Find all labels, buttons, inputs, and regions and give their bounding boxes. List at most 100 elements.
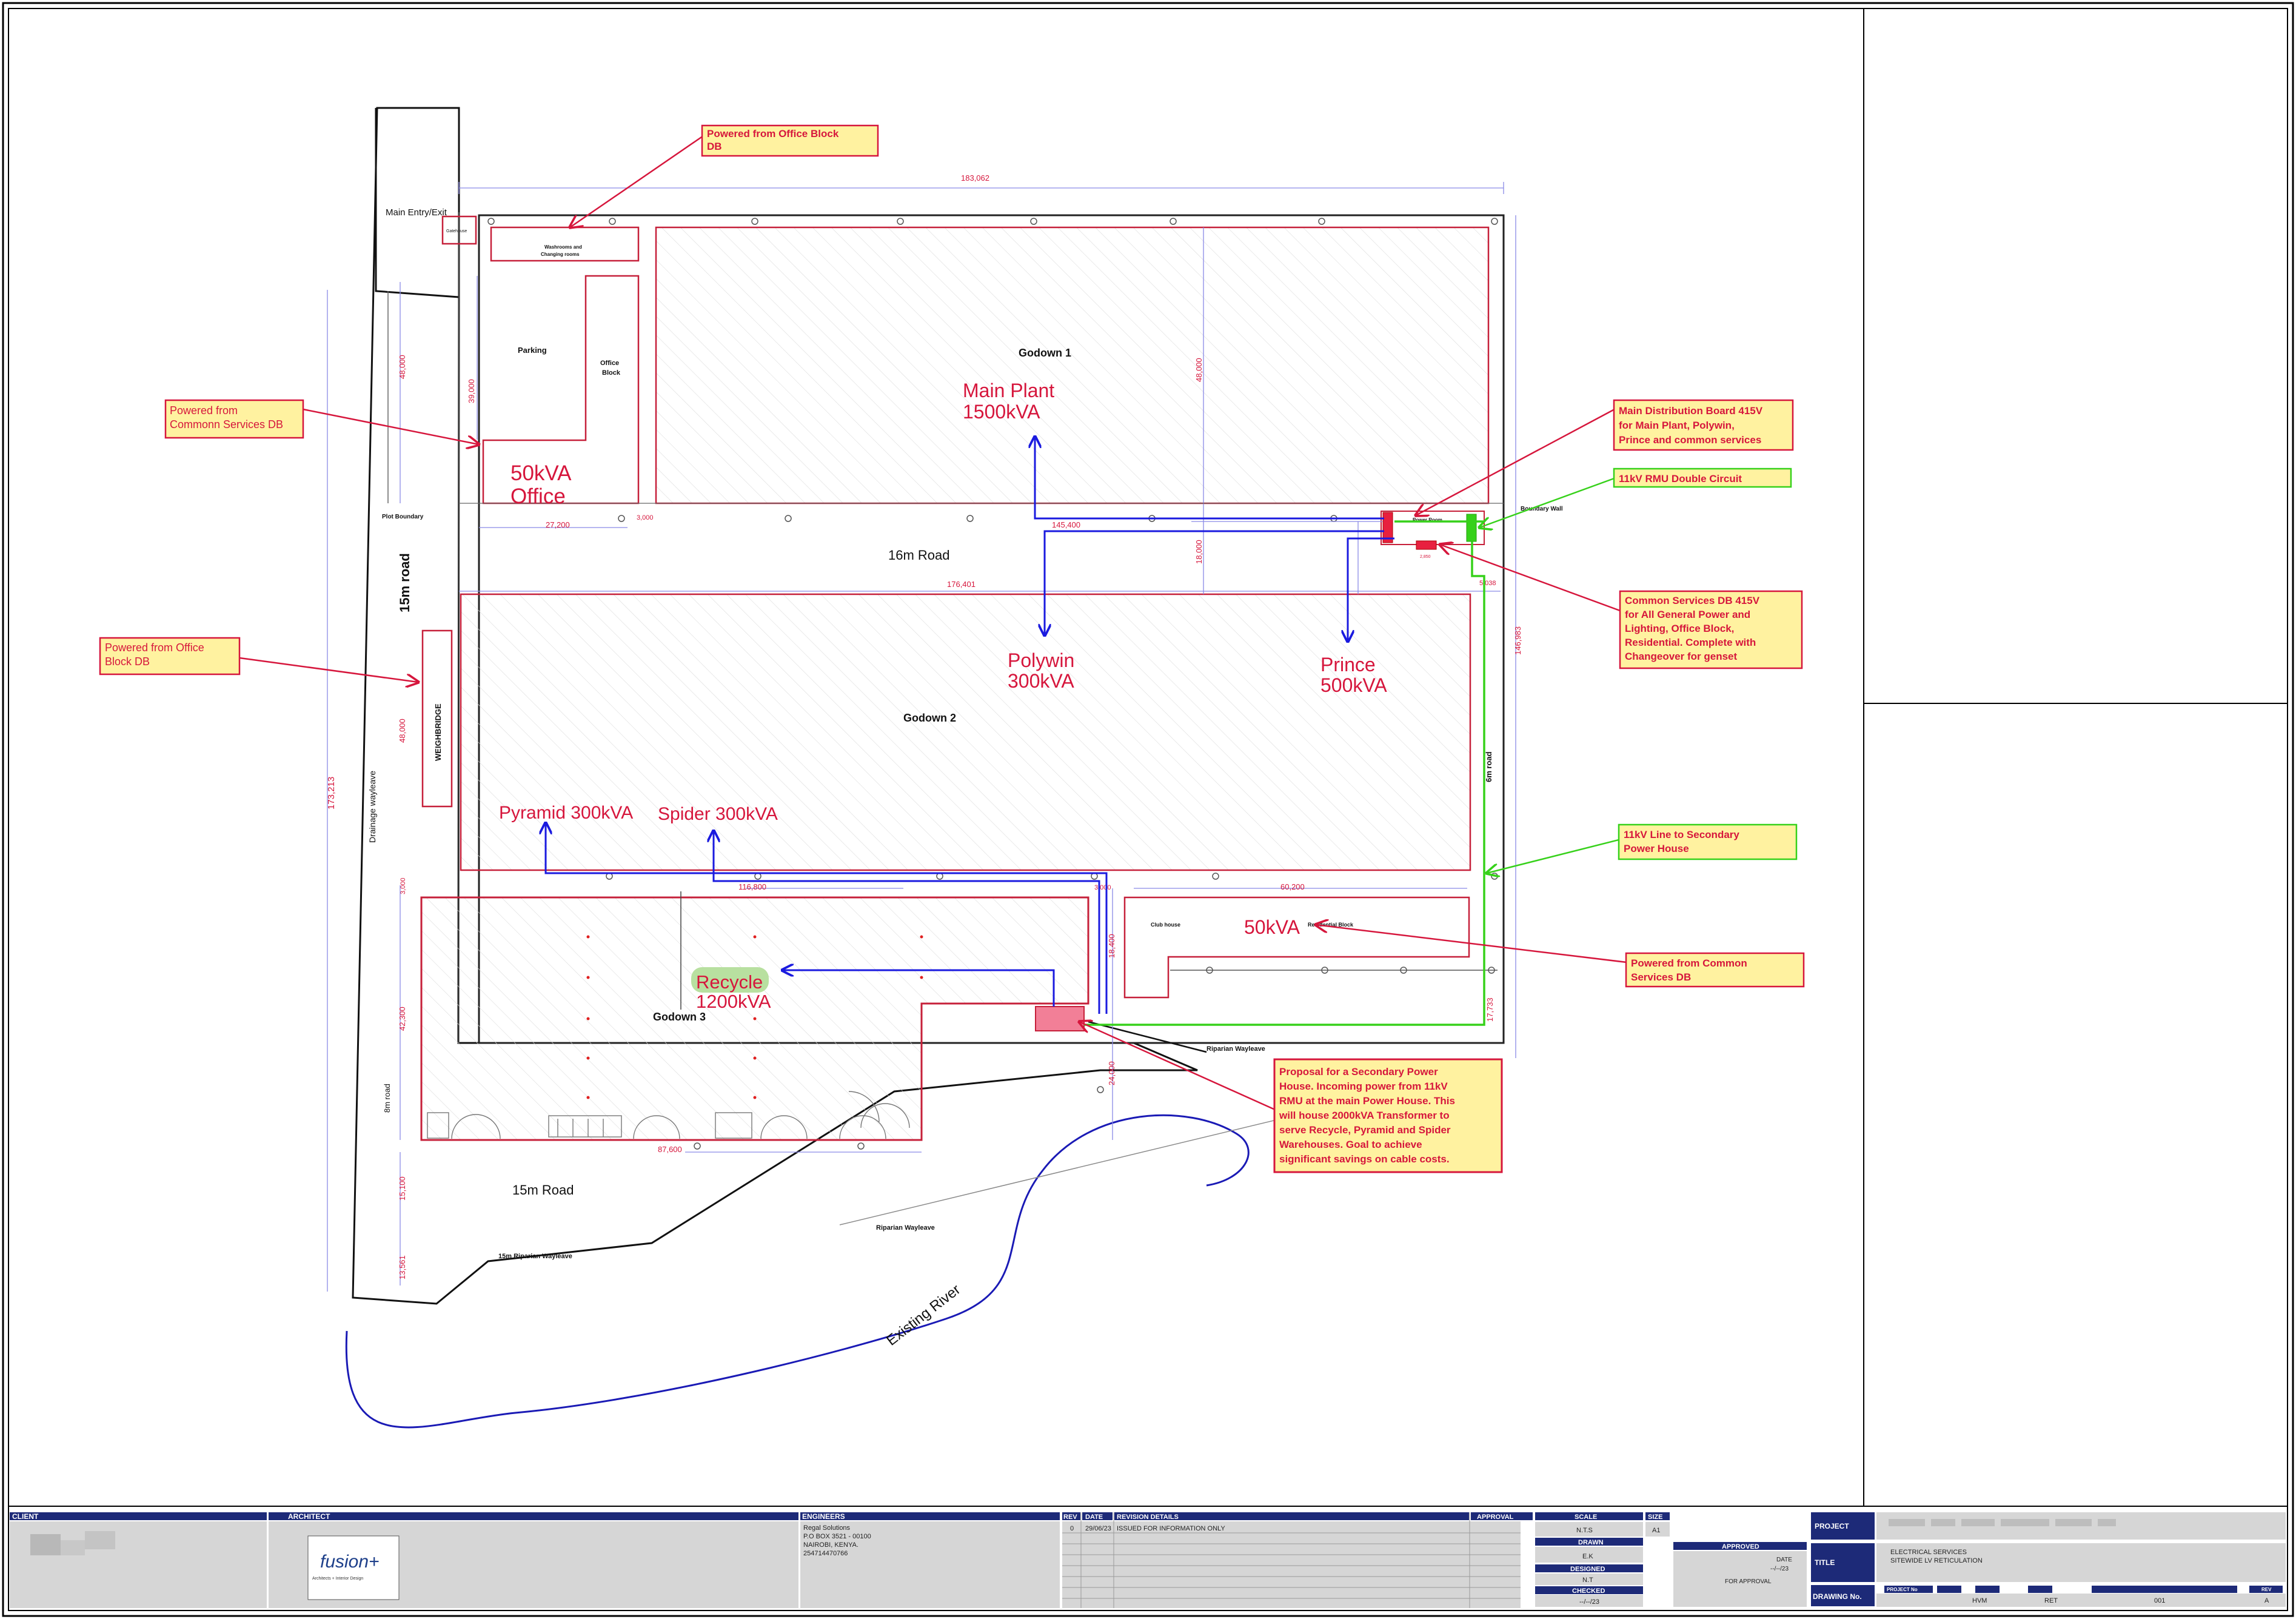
- svg-text:Block DB: Block DB: [105, 655, 150, 668]
- rev-header-2: REV: [2261, 1587, 2272, 1592]
- road-6m-label: 6m road: [1484, 751, 1493, 782]
- drawing-no-header: DRAWING No.: [1813, 1592, 1862, 1601]
- svg-text:Main Distribution Board 415V: Main Distribution Board 415V: [1619, 405, 1763, 417]
- godown2-label: Godown 2: [903, 712, 956, 724]
- polywin-label-1: Polywin: [1008, 649, 1074, 671]
- plan-labels: Main Entry/Exit Gatehouse Washrooms and …: [367, 207, 1563, 1349]
- dim-17733: 17,733: [1485, 997, 1494, 1022]
- approved-header: APPROVED: [1722, 1543, 1759, 1550]
- hv-line-to-secondary: [1084, 541, 1485, 1026]
- river-label: Existing River: [883, 1281, 963, 1349]
- washrooms-building: [490, 226, 640, 262]
- drawing-no-1: HVM: [1972, 1597, 1987, 1604]
- svg-text:for Main Plant, Polywin,: for Main Plant, Polywin,: [1619, 420, 1735, 431]
- for-approval-label: FOR APPROVAL: [1725, 1578, 1772, 1585]
- cable-pyramid: [546, 823, 1108, 1014]
- boundary-wall-label: Boundary Wall: [1521, 506, 1563, 512]
- riparian-15-label: 15m Riparian Wayleave: [498, 1253, 572, 1260]
- road-16m-label: 16m Road: [888, 548, 950, 563]
- road-8m-label: 8m road: [383, 1084, 392, 1113]
- cable-prince: [1348, 537, 1394, 642]
- drawn-header: DRAWN: [1578, 1539, 1604, 1546]
- office-block-label-1: Office: [600, 360, 619, 367]
- svg-text:DB: DB: [707, 141, 722, 152]
- callout-proposal: Proposal for a Secondary Power House. In…: [1273, 1058, 1503, 1173]
- svg-text:Common Services DB 415V: Common Services DB 415V: [1625, 595, 1760, 606]
- office-load-2: Office: [510, 484, 566, 508]
- gatehouse-label: Gatehouse: [446, 229, 467, 233]
- polywin-label-2: 300kVA: [1008, 670, 1074, 692]
- club-house-label: Club house: [1151, 922, 1180, 928]
- engineers-line-2: P.O BOX 3521 - 00100: [803, 1533, 871, 1540]
- washrooms-label-2: Changing rooms: [541, 252, 580, 257]
- dim-3000c: 3,000: [400, 877, 407, 894]
- project-name-placeholder: [1889, 1519, 2116, 1526]
- main-distribution-board: [1382, 512, 1393, 543]
- common-services-db: [1416, 540, 1437, 550]
- cable-main-plant: [1035, 437, 1384, 520]
- svg-text:Commonn Services DB: Commonn Services DB: [170, 418, 283, 431]
- main-plant-label-1: Main Plant: [963, 380, 1054, 401]
- plot-boundary-label: Plot Boundary: [382, 514, 424, 520]
- svg-text:Powered from: Powered from: [170, 404, 238, 417]
- dim-48000b: 48,000: [1194, 358, 1203, 382]
- scale-header: SCALE: [1575, 1513, 1597, 1521]
- svg-text:RMU at the main Power House. T: RMU at the main Power House. This: [1279, 1095, 1455, 1107]
- dim-3000b: 3,000: [1094, 884, 1111, 891]
- revision-rows: [1062, 1512, 1521, 1608]
- callout-common-services-left: Powered from Commonn Services DB: [164, 399, 304, 439]
- dim-176401: 176,401: [947, 580, 976, 589]
- architect-logo-sub: Architects + Interior Design: [312, 1577, 363, 1581]
- callout-rmu: 11kV RMU Double Circuit: [1613, 468, 1792, 488]
- svg-text:Powered from Common: Powered from Common: [1631, 957, 1747, 969]
- dim-15100: 15,100: [398, 1176, 407, 1201]
- dim-183062: 183,062: [961, 173, 989, 183]
- river-line: [345, 1114, 1250, 1429]
- engineers-line-4: 254714470766: [803, 1550, 848, 1557]
- dim-87600: 87,600: [658, 1145, 682, 1154]
- svg-text:Changeover for genset: Changeover for genset: [1625, 651, 1737, 662]
- site-plan: [327, 107, 1516, 1429]
- date-0: 29/06/23: [1085, 1525, 1111, 1532]
- hv-lines: [1084, 520, 1485, 1026]
- title-line-1: ELECTRICAL SERVICES: [1890, 1549, 1967, 1556]
- title-header: TITLE: [1815, 1558, 1835, 1567]
- cable-polywin: [1045, 530, 1384, 635]
- callout-common-db: Common Services DB 415V for All General …: [1619, 590, 1803, 669]
- approved-date-value: --/--/23: [1770, 1566, 1789, 1572]
- dim-116800: 116,800: [738, 882, 766, 891]
- svg-text:significant savings on cable c: significant savings on cable costs.: [1279, 1153, 1450, 1165]
- designed-value: N.T: [1582, 1577, 1593, 1584]
- rev-0: 0: [1070, 1525, 1074, 1532]
- entrance-road: [375, 108, 460, 298]
- cable-spider: [714, 831, 1100, 1014]
- designed-header: DESIGNED: [1570, 1566, 1605, 1573]
- engineers-line-1: Regal Solutions: [803, 1524, 851, 1532]
- recycle-highlight: [691, 967, 769, 993]
- svg-text:serve Recycle, Pyramid and Sp: serve Recycle, Pyramid and Spider: [1279, 1124, 1451, 1136]
- dim-48000a: 48,000: [398, 355, 407, 379]
- architect-logo: fusion+ Architects + Interior Design: [307, 1535, 400, 1600]
- pyramid-label: Pyramid 300kVA: [499, 803, 633, 823]
- drawn-value: E.K: [1582, 1553, 1593, 1560]
- washrooms-label-1: Washrooms and: [544, 244, 582, 250]
- drawing-no-2: RET: [2044, 1597, 2058, 1604]
- lv-cables: [546, 437, 1394, 1014]
- checked-header: CHECKED: [1572, 1587, 1605, 1595]
- dim-2850: 2,850: [1420, 555, 1431, 559]
- weighbridge-structure: [421, 629, 453, 808]
- dim-173213: 173,213: [326, 777, 336, 809]
- client-logo-placeholder: [30, 1531, 115, 1555]
- size-value: A1: [1652, 1527, 1660, 1534]
- residential-load: 50kVA: [1244, 916, 1300, 938]
- godown3-label: Godown 3: [653, 1011, 706, 1023]
- svg-text:will house 2000kVA Transformer: will house 2000kVA Transformer to: [1279, 1110, 1450, 1121]
- cable-recycle: [782, 970, 1055, 1007]
- approval-header: APPROVAL: [1477, 1513, 1514, 1521]
- architect-logo-text: fusion+: [320, 1552, 380, 1572]
- dim-27200: 27,200: [546, 520, 570, 529]
- wall-posts: [487, 218, 1498, 1150]
- secondary-power-house: [1035, 1006, 1085, 1031]
- architect-header: ARCHITECT: [288, 1512, 330, 1521]
